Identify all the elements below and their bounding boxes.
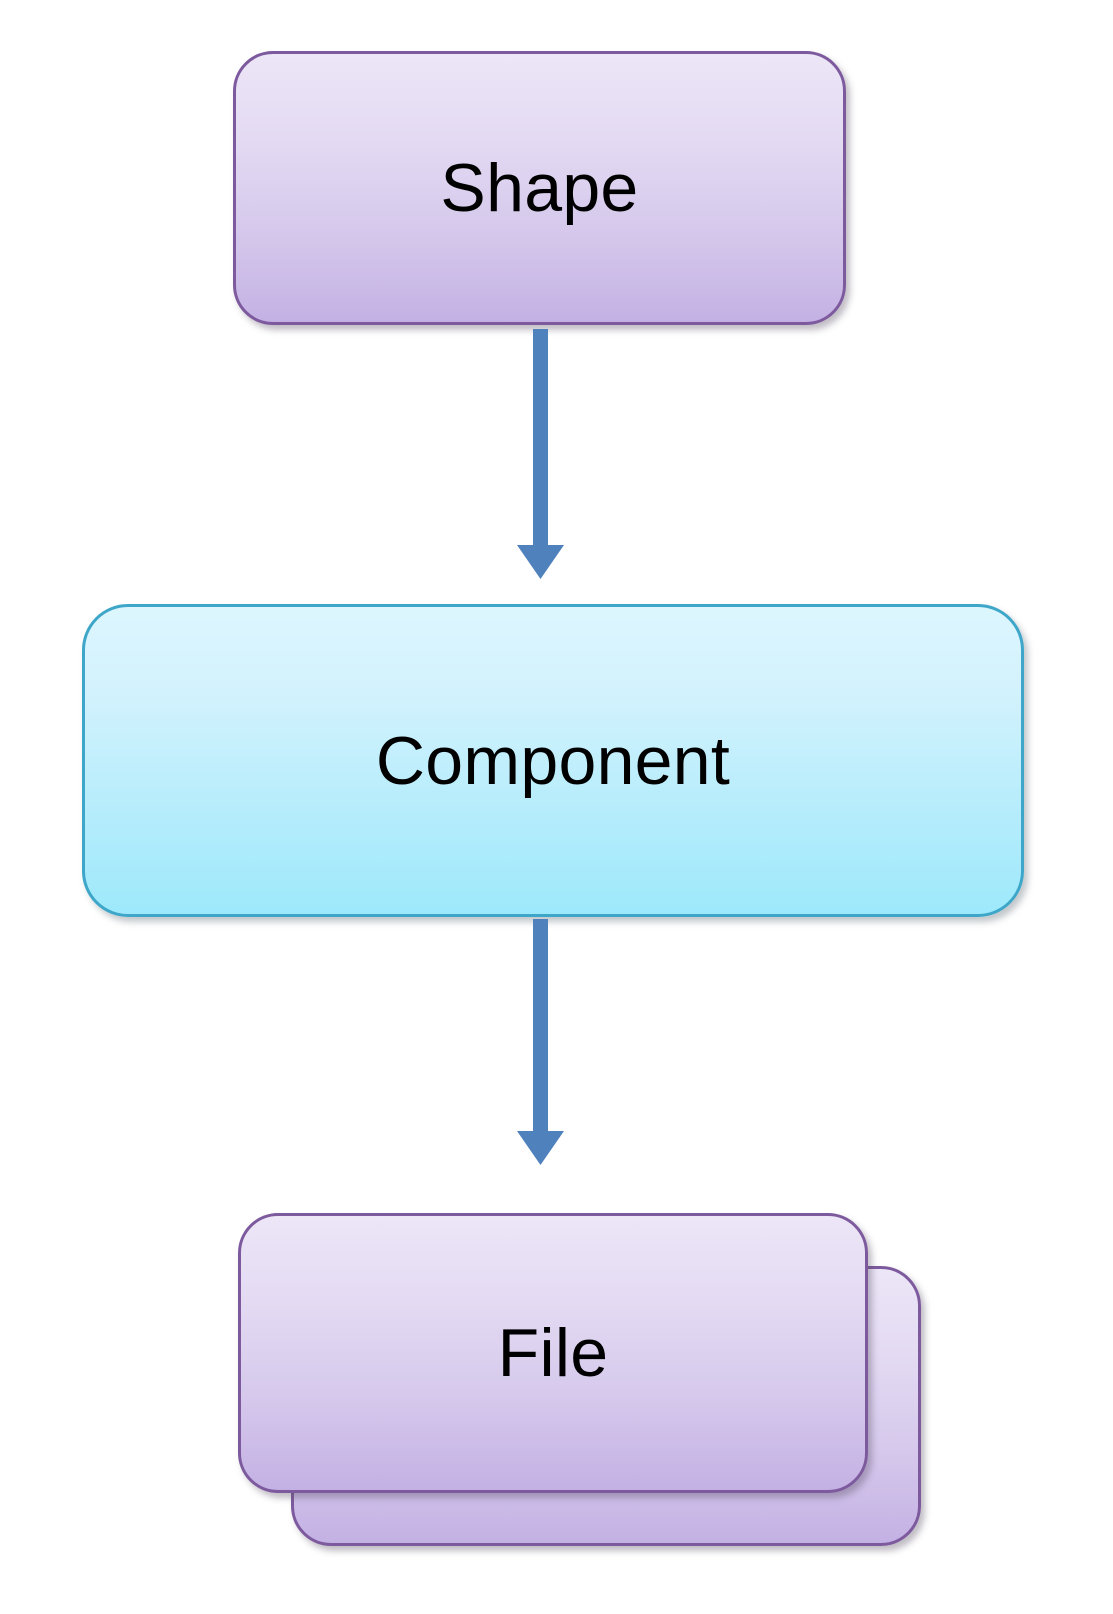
node-shape[interactable]: Shape [233,51,846,325]
node-file-label: File [497,1315,609,1391]
node-component-label: Component [375,722,731,799]
arrow-down-icon [517,329,564,579]
node-component[interactable]: Component [82,604,1024,917]
arrow-down-icon [517,919,564,1165]
node-shape-label: Shape [440,150,639,226]
connector-shape-to-component [517,329,564,579]
node-file[interactable]: File [238,1213,868,1493]
connector-component-to-file [517,919,564,1165]
